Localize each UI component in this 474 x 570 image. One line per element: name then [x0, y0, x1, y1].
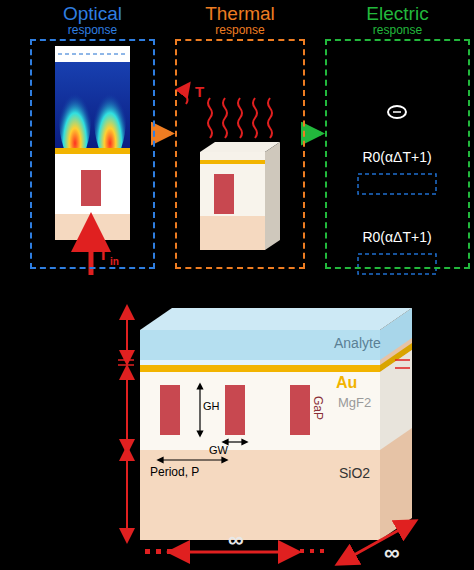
part-label: Analyte	[334, 336, 381, 351]
heat-wave	[268, 98, 272, 138]
part-label: I	[101, 246, 105, 264]
part-label: Period, P	[150, 466, 199, 479]
stage-title: Thermal	[175, 4, 305, 24]
part-label: GH	[203, 400, 220, 412]
stage-box: Opticalresponse	[30, 4, 155, 269]
heat-wave	[253, 98, 257, 138]
part-label: GaP	[311, 396, 324, 420]
part-label: T	[195, 84, 204, 101]
part-label: ∞	[384, 541, 400, 565]
heat-wave	[208, 98, 212, 138]
dashed-frame	[30, 39, 155, 269]
part-label: in	[110, 256, 119, 267]
part-label: Au	[336, 374, 357, 392]
stage-subtitle: response	[325, 24, 470, 37]
stage-title: Optical	[30, 4, 155, 24]
part-label: SiO2	[339, 466, 370, 481]
heat-wave	[238, 98, 242, 138]
stage-box: Electricresponse	[325, 4, 470, 269]
optical-illustration	[55, 46, 130, 275]
thermal-illustration	[185, 88, 281, 250]
flow-arrow	[306, 132, 321, 136]
part-label: MgF2	[338, 396, 371, 410]
flow-arrow	[156, 132, 171, 136]
part-label: ∞	[228, 528, 244, 552]
stage-box: Thermalresponse	[175, 4, 305, 269]
electric-illustration	[358, 106, 436, 274]
heat-wave	[223, 98, 227, 138]
part-label: R0(αΔT+1)	[362, 150, 431, 165]
part-label: R0(αΔT+1)	[362, 230, 431, 245]
dashed-frame	[175, 39, 305, 269]
stage-subtitle: response	[175, 24, 305, 37]
part-label: GW	[209, 444, 228, 456]
structure-3d	[118, 308, 412, 560]
stage-subtitle: response	[30, 24, 155, 37]
stage-title: Electric	[325, 4, 470, 24]
